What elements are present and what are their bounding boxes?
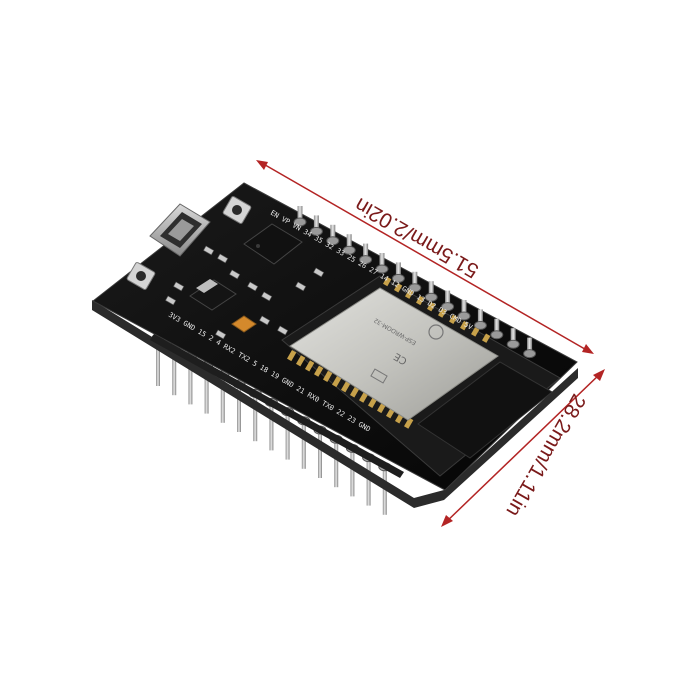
castellated-pad <box>460 320 469 331</box>
castellated-pad <box>287 350 297 362</box>
header-pin <box>188 358 193 405</box>
smd-component <box>277 325 289 336</box>
header-pad <box>490 330 504 340</box>
tantalum-capacitor <box>231 315 257 333</box>
header-pin <box>285 413 290 460</box>
boot-button[interactable] <box>222 196 252 224</box>
smd-component <box>259 315 271 326</box>
module-antenna-area <box>417 361 553 459</box>
header-pin <box>346 234 352 251</box>
espressif-logo-icon <box>428 324 444 340</box>
header-pad <box>506 339 520 349</box>
header-pin <box>527 337 533 354</box>
top-header-pins <box>293 206 537 359</box>
castellated-pad <box>470 327 480 337</box>
header-pin <box>297 206 303 222</box>
smd-component <box>203 245 215 256</box>
header-pad <box>424 292 438 302</box>
header-pin <box>494 318 500 335</box>
castellated-pad <box>295 355 306 367</box>
castellated-pad <box>394 283 403 293</box>
castellated-pad <box>331 375 342 388</box>
castellated-pad <box>404 289 414 299</box>
header-pad <box>523 349 537 359</box>
header-pin <box>204 367 209 414</box>
header-pin <box>363 243 369 260</box>
smd-component <box>173 281 185 292</box>
header-pad <box>342 245 356 255</box>
width-arrow-start-icon <box>593 369 605 381</box>
header-pad <box>441 302 455 312</box>
length-arrow-end-icon <box>582 344 594 354</box>
header-pad <box>359 255 373 265</box>
castellated-pad <box>403 417 414 429</box>
castellated-pad <box>313 365 324 377</box>
castellated-pad <box>482 333 491 343</box>
smd-component <box>165 295 177 306</box>
smd-component <box>217 253 229 264</box>
castellated-pad <box>358 391 369 403</box>
header-pin <box>461 300 467 316</box>
header-pin <box>237 386 241 432</box>
header-pin <box>412 271 418 288</box>
width-dimension-line <box>443 371 603 525</box>
header-pin <box>334 441 339 488</box>
header-pin <box>382 468 387 515</box>
header-pad <box>326 236 340 246</box>
length-arrow-start-icon <box>256 160 268 170</box>
header-pin <box>350 450 355 497</box>
header-pin <box>477 309 483 326</box>
smd-component <box>247 281 259 292</box>
castellated-pad <box>322 370 333 382</box>
castellated-pad <box>349 386 360 398</box>
castellated-pad <box>437 308 447 318</box>
header-pad <box>309 226 323 236</box>
header-pin <box>253 395 258 442</box>
width-arrow-end-icon <box>441 515 453 527</box>
smd-component <box>229 269 241 280</box>
module-castellated-pads <box>287 276 491 429</box>
header-pin <box>172 349 177 396</box>
smd-component <box>215 329 227 340</box>
voltage-regulator <box>189 279 237 311</box>
header-pin <box>318 432 322 478</box>
castellated-pad <box>427 302 436 312</box>
header-pad <box>408 283 422 293</box>
header-pin <box>445 290 451 307</box>
header-pad <box>391 273 405 283</box>
bottom-header-strip <box>150 334 404 478</box>
header-pin <box>156 340 160 386</box>
header-pad <box>473 320 487 330</box>
header-pin <box>313 215 319 232</box>
header-pin <box>379 253 385 269</box>
length-dimension-line <box>259 161 591 353</box>
castellated-pad <box>416 295 425 306</box>
module-shield <box>289 287 499 421</box>
castellated-pad <box>449 314 458 325</box>
castellated-pad <box>340 381 351 393</box>
header-pin <box>301 422 306 469</box>
micro-usb-port <box>149 203 211 257</box>
header-pin <box>428 281 434 298</box>
smd-components <box>165 245 325 340</box>
header-pin <box>395 262 401 279</box>
header-pad <box>293 217 307 227</box>
header-pin <box>510 328 516 345</box>
header-pad <box>457 311 471 321</box>
smd-component <box>313 267 325 278</box>
header-pin <box>220 376 225 423</box>
esp32-module: ESP-WROOM-32 CE <box>281 275 561 477</box>
usb-uart-chip <box>243 223 303 265</box>
smd-component <box>261 291 273 302</box>
header-pin <box>269 404 274 451</box>
header-pin <box>366 459 371 506</box>
header-pad <box>375 264 389 274</box>
header-pin <box>330 224 336 241</box>
reset-button[interactable] <box>126 262 156 290</box>
castellated-pad <box>383 276 392 287</box>
castellated-pad <box>304 360 315 372</box>
fcc-mark-icon <box>370 368 388 384</box>
smd-component <box>295 281 307 292</box>
